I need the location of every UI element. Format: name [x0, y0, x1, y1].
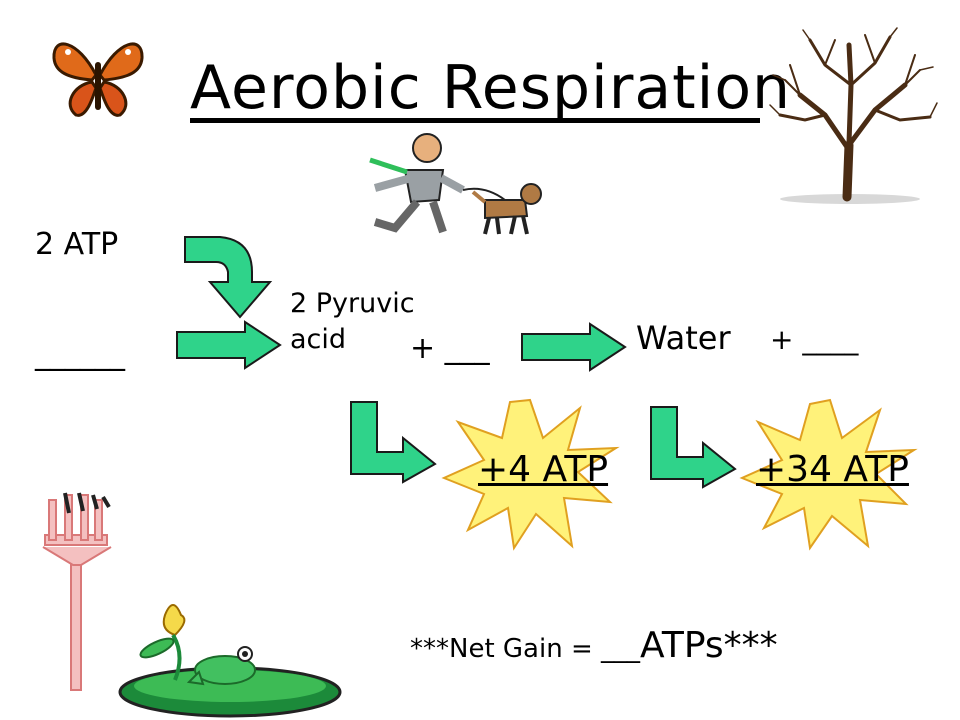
- elbow-arrow-2: [650, 406, 737, 489]
- tree-icon: [769, 27, 938, 204]
- arrow-right-2: [521, 322, 627, 372]
- atp-input-label: 2 ATP: [35, 227, 119, 262]
- arrow-right-1: [176, 320, 282, 370]
- title-underline: [190, 118, 760, 123]
- burst-4-atp-label: +4 ATP: [478, 449, 609, 490]
- elbow-arrow-1: [350, 401, 437, 484]
- plus-blank-right: + ____: [770, 323, 859, 356]
- net-gain: ***Net Gain = ___ATPs***: [410, 628, 778, 664]
- burst-34-atp: [739, 398, 918, 551]
- frog-on-lilypad-icon: [118, 604, 342, 718]
- burst-4-atp: [441, 398, 620, 551]
- man-walking-dog-icon: [369, 133, 542, 235]
- water-label: Water: [636, 319, 731, 357]
- net-gain-prefix: ***Net Gain = ___: [410, 634, 641, 664]
- pyruvic-line1: 2 Pyruvic: [290, 288, 415, 319]
- butterfly-icon: [52, 42, 144, 117]
- net-gain-suffix: ATPs***: [640, 625, 778, 666]
- pyruvic-line2: acid: [290, 324, 347, 355]
- curved-arrow-top: [184, 236, 273, 319]
- plus-blank: + ___: [410, 331, 490, 366]
- page-title: Aerobic Respiration: [190, 53, 792, 123]
- fork-icon: [42, 492, 112, 691]
- blank-left: ______: [35, 337, 125, 372]
- burst-34-atp-label: +34 ATP: [756, 449, 909, 490]
